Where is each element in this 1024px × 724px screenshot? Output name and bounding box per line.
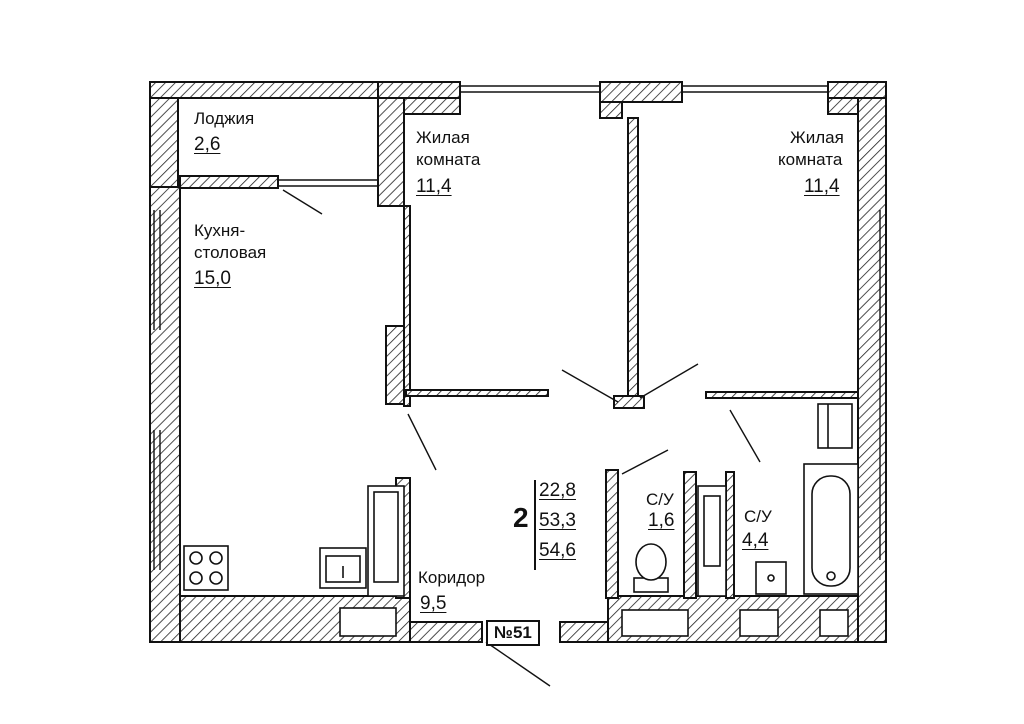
living2-name-line1: Жилая [790, 128, 844, 147]
kitchen-name-line1: Кухня- [194, 221, 246, 240]
living1-name-line2: комната [416, 150, 481, 169]
bath-small-name: С/У [646, 490, 674, 509]
exterior-walls [149, 81, 887, 643]
bath-large-area: 4,4 [742, 530, 769, 551]
corridor-name: Коридор [418, 568, 486, 587]
corridor-area: 9,5 [420, 593, 447, 614]
living1-area: 11,4 [416, 176, 452, 197]
cabinets [339, 485, 849, 637]
washer [817, 403, 853, 449]
total-area-with-loggia: 54,6 [539, 540, 576, 561]
living-area-total: 22,8 [539, 480, 576, 501]
area-summary: 22,8 53,3 54,6 [534, 480, 576, 570]
living1-name-line1: Жилая [416, 128, 470, 147]
bath-large-name: С/У [744, 507, 772, 526]
kitchen-area: 15,0 [194, 268, 231, 289]
living2-name-line2: комната [778, 150, 843, 169]
windows [153, 85, 881, 570]
toilet [633, 543, 669, 593]
room-count: 2 [513, 502, 529, 533]
loggia-area: 2,6 [194, 134, 221, 155]
kitchen-name-line2: столовая [194, 243, 267, 262]
loggia-name: Лоджия [194, 109, 255, 128]
bath-small-area: 1,6 [648, 510, 675, 531]
bath-sink [755, 561, 787, 595]
door-swings [282, 189, 761, 687]
interior-walls [179, 97, 859, 599]
bathtub [803, 463, 859, 595]
kitchen-sink [319, 547, 367, 589]
total-area: 53,3 [539, 510, 576, 531]
living2-area: 11,4 [804, 176, 840, 197]
flat-number: №51 [486, 620, 540, 646]
stove [183, 545, 229, 591]
